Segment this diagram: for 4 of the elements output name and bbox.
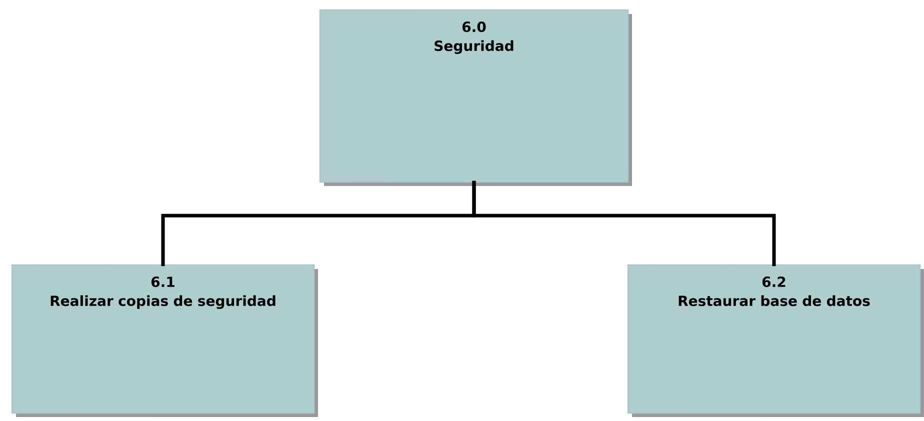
process-box: 6.2 Restaurar base de datos (627, 264, 924, 417)
process-box: 6.1 Realizar copias de seguridad (11, 264, 318, 417)
connector-line (472, 180, 776, 266)
process-box: 6.0 Seguridad (319, 9, 632, 186)
